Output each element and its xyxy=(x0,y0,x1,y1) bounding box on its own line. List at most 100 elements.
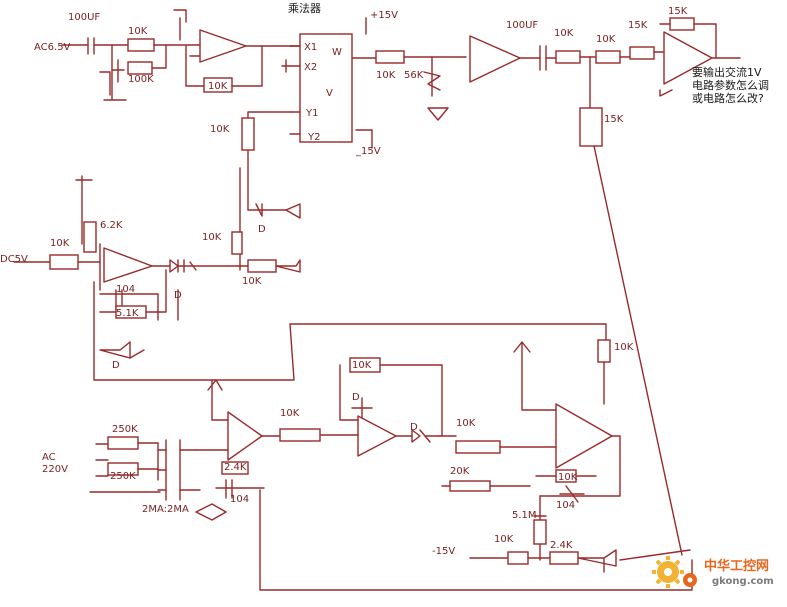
label-r-10k-b2: 10K xyxy=(352,360,372,371)
label-r-5-1m: 5.1M xyxy=(512,510,537,521)
label-r-10k-a: 10K xyxy=(554,28,574,39)
label-r-10k-dc: 10K xyxy=(50,238,70,249)
resistor-2-4k-b xyxy=(549,551,579,565)
label-xfmr: 2MA:2MA xyxy=(142,504,189,515)
label-pin-v: V xyxy=(326,88,333,99)
resistor-6-2k xyxy=(83,221,97,253)
label-d-5: D xyxy=(410,422,418,433)
label-r-10k-bot: 10K xyxy=(494,534,514,545)
label-r-10k-b3: 10K xyxy=(456,418,476,429)
label-r-15k-down: 15K xyxy=(604,114,624,125)
label-ac220v-2: 220V xyxy=(42,464,68,475)
resistor-10k-out xyxy=(375,50,405,64)
label-minus15v-top: _15V xyxy=(355,146,381,157)
label-r-10k-right: 10K xyxy=(614,342,634,353)
opamp-top-2 xyxy=(469,35,521,83)
watermark-brand: 中华工控网 xyxy=(704,558,769,574)
resistor-10k-right xyxy=(597,339,611,363)
resistor-2-4k-a xyxy=(221,461,249,475)
multiplier-block xyxy=(281,17,377,149)
label-r-2-4k-a: 2.4K xyxy=(224,462,247,473)
label-c-104-b: 104 xyxy=(230,494,249,505)
label-ac220v-1: AC xyxy=(42,452,56,463)
opamp-dc xyxy=(103,247,153,283)
resistor-10k-dc xyxy=(49,254,79,270)
label-r-10k-in1: 10K xyxy=(128,26,148,37)
label-r-10k-b: 10K xyxy=(596,34,616,45)
opamp-bottom-1 xyxy=(227,411,263,461)
label-cap-100uf-2: 100UF xyxy=(506,20,538,31)
dc5v-section xyxy=(13,175,607,381)
label-r-20k: 20K xyxy=(450,466,470,477)
label-r-10k-mid: 10K xyxy=(202,232,222,243)
label-r-6-2k: 6.2K xyxy=(100,220,123,231)
label-plus15v: +15V xyxy=(370,10,398,21)
label-pin-x2: X2 xyxy=(304,62,317,73)
label-pin-y2: Y2 xyxy=(307,132,320,143)
resistor-10k-in1 xyxy=(127,38,155,52)
question-line-3: 或电路怎么改? xyxy=(692,91,764,105)
top-input-section xyxy=(61,9,301,101)
label-d-4: D xyxy=(352,392,360,403)
resistor-10k-low xyxy=(247,259,277,273)
resistor-10k-b3 xyxy=(455,440,501,454)
resistor-15k-down xyxy=(579,107,603,147)
label-c-104-a: 104 xyxy=(116,284,135,295)
watermark: 中华工控网 gkong.com xyxy=(652,556,774,588)
label-ac65v: AC6.5V xyxy=(34,42,71,53)
label-r-10k-fb1: 10K xyxy=(208,81,228,92)
labels: 100UF AC6.5V 10K 100K 10K 乘法器 +15V X1 X2… xyxy=(0,1,769,557)
resistor-10k-y xyxy=(241,117,255,151)
label-r-15k-a: 15K xyxy=(628,20,648,31)
resistor-10k-bot xyxy=(507,551,529,565)
label-cap-100uf-1: 100UF xyxy=(68,12,100,23)
label-r-10k-b4: 10K xyxy=(558,472,578,483)
resistor-10k-b1 xyxy=(279,428,321,442)
top-output-chain xyxy=(375,17,741,556)
question-line-2: 电路参数怎么调 xyxy=(692,78,769,92)
y-input-chain xyxy=(231,111,301,271)
label-minus15v: -15V xyxy=(432,546,455,557)
label-r-250k-a: 250K xyxy=(112,424,138,435)
label-r-15k-top: 15K xyxy=(668,6,688,17)
label-multiplier: 乘法器 xyxy=(288,1,321,15)
label-c-104-c: 104 xyxy=(556,500,575,511)
watermark-site: gkong.com xyxy=(712,576,774,587)
bottom-section xyxy=(89,339,693,591)
label-r-5-1k-a: 5.1K xyxy=(116,308,139,319)
resistor-10k-fb1 xyxy=(203,77,233,93)
resistor-100k xyxy=(127,61,153,75)
question-line-1: 要输出交流1V xyxy=(692,65,762,79)
multiplier-chip xyxy=(299,33,353,143)
label-r-2-4k-b: 2.4K xyxy=(550,540,573,551)
resistor-15k-top xyxy=(669,17,695,31)
resistor-15k-a xyxy=(629,46,655,60)
opamp-bottom-3 xyxy=(555,403,613,469)
label-d-3: D xyxy=(112,360,120,371)
label-pin-y1: Y1 xyxy=(305,108,318,119)
label-r-250k-b: 250K xyxy=(110,471,136,482)
opamp-bottom-2 xyxy=(357,415,397,457)
label-r-10k-out: 10K xyxy=(376,70,396,81)
gear-icon xyxy=(652,556,697,588)
label-r-10k-y: 10K xyxy=(210,124,230,135)
resistor-10k-a xyxy=(555,50,581,64)
label-r-10k-low: 10K xyxy=(242,276,262,287)
resistor-250k-a xyxy=(107,436,139,450)
label-dc5v: DC5V xyxy=(0,254,28,265)
opamp-top-3 xyxy=(663,31,713,85)
label-d-1: D xyxy=(258,224,266,235)
label-pin-w: W xyxy=(332,47,342,58)
label-r-100k: 100K xyxy=(128,74,154,85)
resistor-10k-b xyxy=(595,50,621,64)
resistor-10k-mid xyxy=(231,231,243,255)
label-r-56k: 56K xyxy=(404,70,424,81)
opamp-top-1 xyxy=(199,29,247,63)
label-d-2: D xyxy=(174,290,182,301)
resistor-5-1m xyxy=(533,519,547,545)
resistor-20k xyxy=(449,480,491,492)
label-r-10k-b1: 10K xyxy=(280,408,300,419)
label-pin-x1: X1 xyxy=(304,42,317,53)
